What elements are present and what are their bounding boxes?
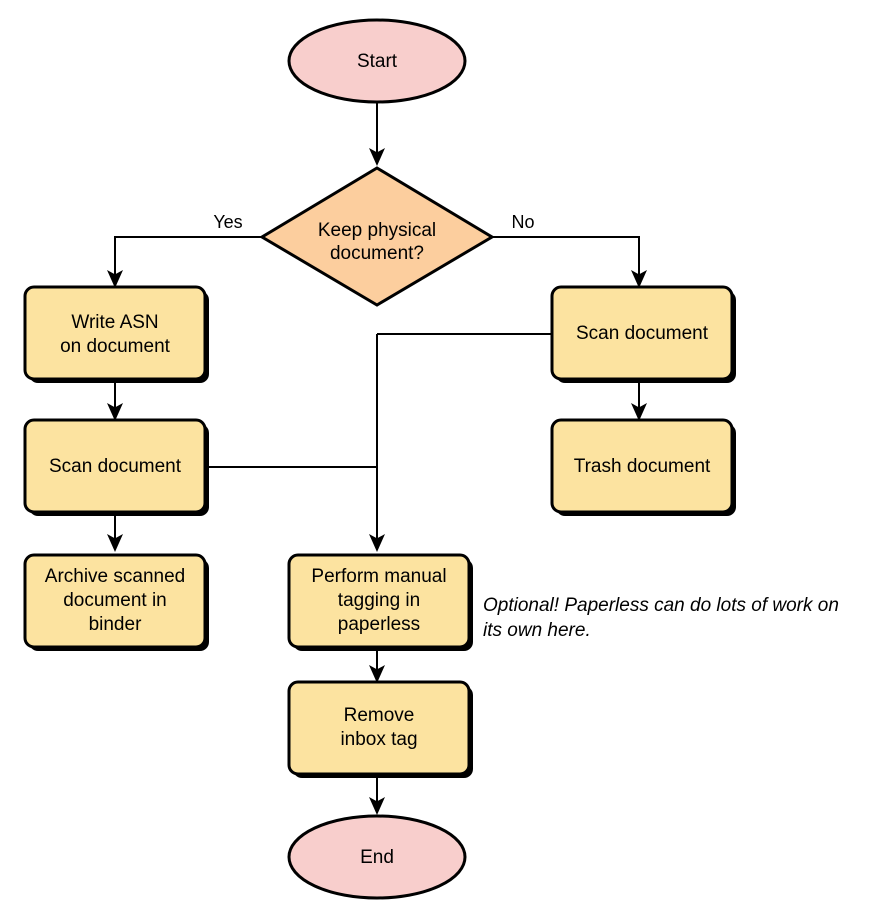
scan-left-box (23, 418, 207, 514)
edge-labels-group: Yes No (213, 212, 534, 232)
edge-decision-no-to-scan-right (492, 236, 647, 288)
note-optional-paperless: Optional! Paperless can do lots of work … (483, 595, 839, 641)
remove-inbox-label-line2: inbox tag (340, 729, 417, 750)
archive-label-line3: binder (89, 614, 142, 635)
node-perform-manual-tagging[interactable]: Perform manual tagging in paperless (287, 553, 473, 651)
node-archive-scanned-document[interactable]: Archive scanned document in binder (23, 553, 209, 651)
node-end[interactable]: End (287, 814, 467, 900)
note-line1: Optional! Paperless can do lots of work … (483, 595, 839, 616)
tagging-box (287, 553, 471, 649)
write-asn-box (23, 285, 207, 381)
node-write-asn[interactable]: Write ASN on document (23, 285, 209, 383)
end-label: End (360, 847, 394, 868)
decision-label-line1: Keep physical (318, 220, 436, 241)
remove-inbox-box (287, 680, 471, 776)
node-remove-inbox-tag[interactable]: Remove inbox tag (287, 680, 473, 778)
archive-label-line1: Archive scanned (45, 566, 185, 587)
node-scan-document-left[interactable]: Scan document (23, 418, 209, 516)
trash-label: Trash document (574, 456, 711, 477)
start-ellipse (287, 18, 467, 104)
node-start[interactable]: Start (287, 18, 467, 104)
scan-right-box (550, 285, 734, 381)
tagging-label-line1: Perform manual (311, 566, 446, 587)
tagging-label-line2: tagging in (338, 590, 420, 611)
end-ellipse (287, 814, 467, 900)
scan-right-label: Scan document (576, 323, 709, 344)
edge-label-yes: Yes (213, 212, 242, 232)
write-asn-label-line2: on document (60, 336, 171, 357)
edge-decision-yes-to-write-asn (107, 236, 262, 288)
decision-diamond (259, 166, 495, 307)
edge-label-no: No (511, 212, 534, 232)
archive-box (23, 553, 207, 649)
note-line2: its own here. (483, 620, 591, 641)
trash-box (550, 418, 734, 514)
scan-left-label: Scan document (49, 456, 182, 477)
start-label: Start (357, 51, 398, 72)
node-scan-document-right[interactable]: Scan document (550, 285, 736, 383)
node-trash-document[interactable]: Trash document (550, 418, 736, 516)
node-keep-physical-document-decision[interactable]: Keep physical document? (259, 166, 495, 307)
tagging-label-line3: paperless (338, 614, 420, 635)
edges-group (107, 103, 647, 815)
write-asn-label-line1: Write ASN (71, 312, 158, 333)
decision-label-line2: document? (330, 243, 424, 264)
remove-inbox-label-line1: Remove (344, 705, 415, 726)
archive-label-line2: document in (63, 590, 167, 611)
